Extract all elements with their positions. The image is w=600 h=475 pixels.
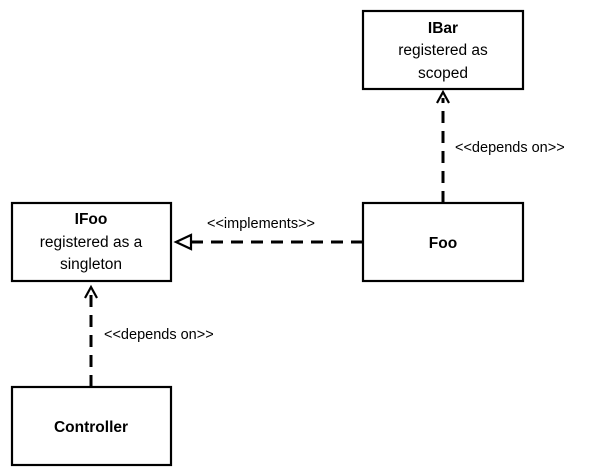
- node-ibar-line1: registered as: [398, 42, 488, 59]
- node-ifoo-line2: singleton: [60, 256, 122, 273]
- open-arrow-icon: [436, 89, 450, 104]
- triangle-arrow-icon: [173, 233, 193, 251]
- edge-label-controller-ifoo: <<depends on>>: [104, 327, 214, 343]
- node-controller-title: Controller: [54, 419, 128, 436]
- open-arrow-icon: [84, 284, 98, 299]
- edge-label-foo-ifoo: <<implements>>: [207, 216, 315, 232]
- node-ibar-box: [361, 9, 525, 91]
- node-foo[interactable]: Foo: [361, 201, 525, 283]
- node-foo-title: Foo: [429, 235, 457, 252]
- edge-label-foo-ibar: <<depends on>>: [455, 140, 565, 156]
- node-ifoo-title: IFoo: [75, 211, 108, 228]
- node-ifoo-line1: registered as a: [40, 234, 143, 251]
- node-controller-box: [10, 385, 173, 467]
- node-ibar[interactable]: IBar registered as scoped: [361, 9, 525, 91]
- edge-foo-implements-ifoo: <<implements>>: [173, 216, 363, 251]
- node-ifoo-box: [10, 201, 173, 283]
- edge-controller-depends-on-ifoo: <<depends on>>: [84, 284, 214, 387]
- node-ifoo[interactable]: IFoo registered as a singleton: [10, 201, 173, 283]
- node-controller[interactable]: Controller: [10, 385, 173, 467]
- node-ibar-line2: scoped: [418, 65, 468, 82]
- node-foo-box: [361, 201, 525, 283]
- edge-foo-depends-on-ibar: <<depends on>>: [436, 89, 565, 203]
- node-ibar-title: IBar: [428, 20, 458, 37]
